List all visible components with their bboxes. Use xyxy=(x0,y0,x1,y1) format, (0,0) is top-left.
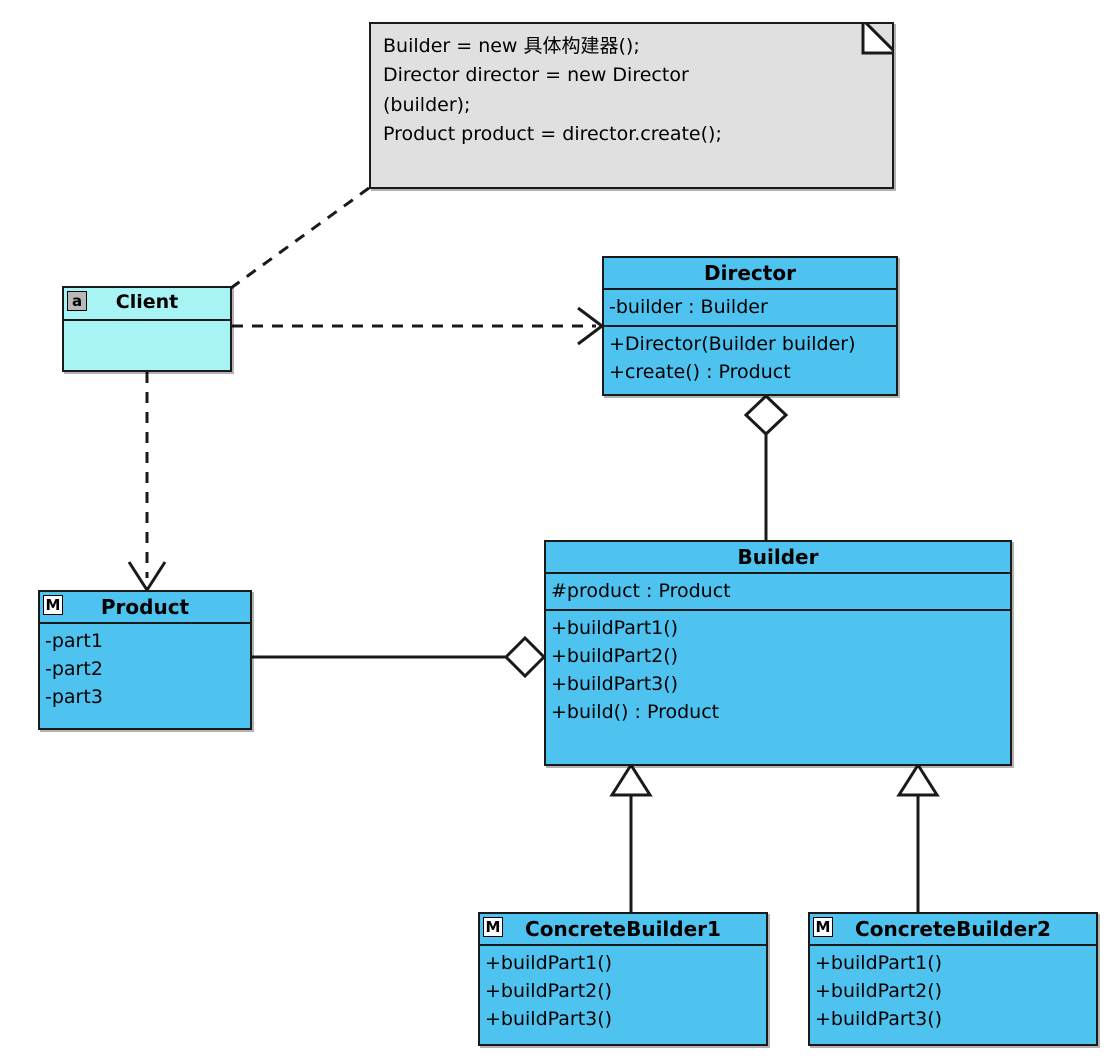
class-box-concrete-builder-2[interactable]: M ConcreteBuilder2 +buildPart1() +buildP… xyxy=(808,912,1098,1046)
class-operations-builder: +buildPart1() +buildPart2() +buildPart3(… xyxy=(546,611,1010,730)
class-marker-badge-icon: M xyxy=(43,595,63,615)
operation-row: +buildPart3() xyxy=(485,1008,613,1031)
class-box-product[interactable]: M Product -part1 -part2 -part3 xyxy=(38,590,252,730)
operation-row: +Director(Builder builder) xyxy=(609,333,856,356)
attribute-row: -part1 xyxy=(45,630,103,652)
class-title-band-client: a Client xyxy=(64,288,230,321)
operation-row: +buildPart1() xyxy=(485,952,613,974)
attribute-row: -builder : Builder xyxy=(609,296,768,318)
class-name-concrete-builder-1: ConcreteBuilder1 xyxy=(525,917,721,941)
class-operations-director: +Director(Builder builder) +create() : P… xyxy=(604,327,896,390)
class-marker-badge-icon: M xyxy=(813,917,833,937)
edge-note-anchor xyxy=(230,186,370,290)
class-box-builder[interactable]: Builder #product : Product +buildPart1()… xyxy=(544,540,1012,766)
operation-row: +buildPart2() xyxy=(815,980,943,1003)
class-attributes-builder: #product : Product xyxy=(546,574,1010,612)
class-title-band-director: Director xyxy=(604,258,896,290)
operation-row: +buildPart1() xyxy=(815,952,943,974)
class-title-band-concrete-builder-2: M ConcreteBuilder2 xyxy=(810,914,1096,946)
operation-row: +buildPart3() xyxy=(551,673,679,696)
class-box-director[interactable]: Director -builder : Builder +Director(Bu… xyxy=(602,256,898,396)
triangle-cb2-builder xyxy=(896,762,940,797)
code-note-text: Builder = new 具体构建器(); Director director… xyxy=(383,35,722,146)
class-operations-concrete-builder-1: +buildPart1() +buildPart2() +buildPart3(… xyxy=(480,946,766,1037)
diamond-director-builder xyxy=(743,393,789,437)
class-title-band-product: M Product xyxy=(40,592,250,624)
arrowhead-client-director xyxy=(577,306,605,346)
class-title-band-concrete-builder-1: M ConcreteBuilder1 xyxy=(480,914,766,946)
class-name-client: Client xyxy=(115,291,179,313)
class-name-director: Director xyxy=(704,261,796,285)
operation-row: +buildPart2() xyxy=(485,980,613,1003)
operation-row: +buildPart3() xyxy=(815,1008,943,1031)
operation-row: +buildPart2() xyxy=(551,645,679,668)
class-operations-concrete-builder-2: +buildPart1() +buildPart2() +buildPart3(… xyxy=(810,946,1096,1037)
class-attributes-product: -part1 -part2 -part3 xyxy=(40,624,250,715)
operation-row: +build() : Product xyxy=(551,701,720,724)
class-attributes-director: -builder : Builder xyxy=(604,290,896,328)
class-marker-badge-icon: M xyxy=(483,917,503,937)
class-name-product: Product xyxy=(100,595,190,619)
arrowhead-client-product xyxy=(127,561,167,593)
class-box-concrete-builder-1[interactable]: M ConcreteBuilder1 +buildPart1() +buildP… xyxy=(478,912,768,1046)
note-fold-corner-icon xyxy=(861,22,894,55)
operation-row: +buildPart1() xyxy=(551,617,679,640)
attribute-row: #product : Product xyxy=(551,580,731,602)
class-name-concrete-builder-2: ConcreteBuilder2 xyxy=(855,917,1051,941)
attribute-row: -part3 xyxy=(45,686,103,709)
code-note-box: Builder = new 具体构建器(); Director director… xyxy=(369,22,894,189)
operation-row: +create() : Product xyxy=(609,361,791,384)
class-name-builder: Builder xyxy=(737,545,819,569)
triangle-cb1-builder xyxy=(609,762,653,797)
diamond-product-builder xyxy=(503,635,547,679)
attribute-row: -part2 xyxy=(45,658,103,681)
class-box-client[interactable]: a Client xyxy=(62,286,232,372)
class-title-band-builder: Builder xyxy=(546,542,1010,574)
abstract-badge-icon: a xyxy=(67,291,87,311)
